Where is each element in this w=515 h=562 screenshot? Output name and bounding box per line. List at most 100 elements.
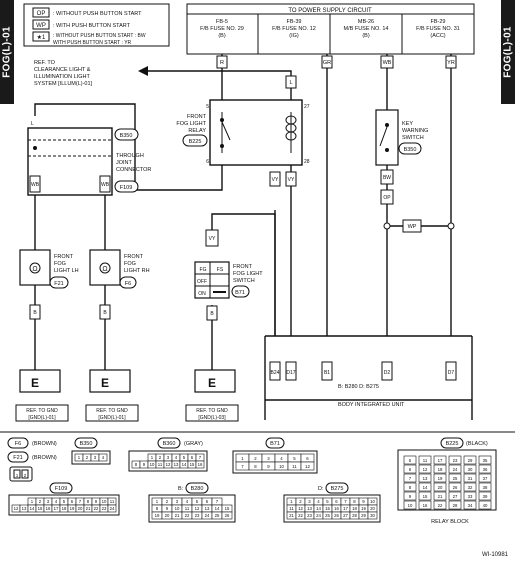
legend-code-star: ★1 [37, 34, 46, 41]
pin-number: 4 [280, 456, 283, 461]
pin-number: 2 [166, 499, 169, 504]
pin-cell [463, 482, 477, 492]
pin-cell [478, 482, 492, 492]
pin-cell [403, 491, 417, 501]
pin-number: 34 [468, 503, 473, 508]
pin-number: 9 [166, 506, 169, 511]
pin-number: 15 [423, 494, 428, 499]
ground-3: E REF. TO GND [GND(L)-03] [185, 369, 239, 422]
pin-number: 15 [325, 506, 330, 511]
pin-number: 19 [361, 506, 366, 511]
pin-number: 3 [94, 455, 97, 460]
pin-number: 8 [87, 499, 90, 504]
pin-number: 24 [205, 513, 210, 518]
pin-cell [478, 473, 492, 483]
ground-icon: E [31, 376, 39, 390]
pin-number: 9 [95, 499, 98, 504]
pin-number: 2 [86, 455, 89, 460]
pin-number: 5 [63, 499, 66, 504]
ref-clearance-2: CLEARANCE LIGHT & [34, 67, 91, 73]
ref-clearance-3: ILLUMINATION LIGHT [34, 74, 90, 80]
relay-coil-icon [285, 115, 297, 141]
wire-junction [383, 222, 391, 230]
pin-number: 38 [483, 485, 488, 490]
pin-number: 27 [453, 494, 458, 499]
pin-cell [448, 464, 462, 474]
conn-b280-label: B280 [191, 486, 204, 492]
pin-number: 23 [453, 458, 458, 463]
switch-wire-vy: VY [209, 236, 216, 242]
pin-number: 6 [206, 499, 209, 504]
through-joint-connector: L WB WB B350 THROUGH JOINT CONNECTOR F10… [27, 121, 151, 196]
pin-number: 1 [31, 499, 34, 504]
pin-cell [418, 464, 432, 474]
pin-number: 4 [175, 455, 178, 460]
section-tab-left: FOG(L)-01 [0, 0, 14, 104]
conn-f6-label: F6 [15, 441, 21, 447]
pin-cell [418, 491, 432, 501]
pin-cell [478, 464, 492, 474]
pin-number: 10 [370, 499, 375, 504]
pin-number: 25 [215, 513, 220, 518]
key-wire-op: OP [383, 195, 391, 201]
pin-number: 14 [182, 462, 187, 467]
pin-cell [418, 500, 432, 510]
fog-lh-label-3: LIGHT LH [54, 268, 79, 274]
pin-number: 22 [185, 513, 190, 518]
pin-number: 17 [343, 506, 348, 511]
pin-number: 13 [205, 506, 210, 511]
relay-pin28: 28 [304, 159, 310, 165]
gnd-ref-2-a: REF. TO GND [96, 408, 128, 414]
gnd-ref-1-b: [GND(L)-01] [28, 415, 56, 421]
fog-rh-badge: F6 [125, 281, 131, 287]
pin-cell [463, 491, 477, 501]
pin-number: 16 [334, 506, 339, 511]
pin-number: 10 [150, 462, 155, 467]
pin-cell [448, 455, 462, 465]
pin-number: 4 [317, 499, 320, 504]
pin-number: 30 [370, 513, 375, 518]
front-fog-light-lh: Ω FRONT FOG LIGHT LH F21 B [19, 249, 79, 320]
legend-text-op: : WITHOUT PUSH BUTTON START [53, 11, 142, 17]
fuse-4-name: F/B FUSE NO. 31 [416, 26, 460, 32]
fog-lh-wire-b: B [33, 310, 37, 316]
pin-cell [367, 511, 378, 520]
pin-number: 11 [292, 464, 297, 469]
bu-label: BODY INTEGRATED UNIT [338, 402, 405, 408]
pin-number: 12 [166, 462, 171, 467]
grid-cell: 2 [24, 473, 27, 478]
pin-cell [478, 500, 492, 510]
bu-pin-d2: D2 [384, 370, 391, 376]
pin-cell [433, 473, 447, 483]
pin-number: 16 [198, 462, 203, 467]
pin-cell [403, 500, 417, 510]
pin-number: 14 [215, 506, 220, 511]
key-warning-switch: KEY WARNING SWITCH B350 BW OP [375, 109, 428, 205]
pin-cell [433, 455, 447, 465]
relay-label-2: FOG LIGHT [176, 121, 206, 127]
pin-number: 6 [335, 499, 338, 504]
legend-text-star: : WITHOUT PUSH BUTTON START : BW [53, 33, 146, 39]
pin-number: 1 [290, 499, 293, 504]
pin-cell [418, 455, 432, 465]
conn-b275-label: B275 [331, 486, 344, 492]
pin-number: 18 [352, 506, 357, 511]
bu-pin-d7: D7 [448, 370, 455, 376]
relay-block-grid: 5678910111213141516171819202122232425262… [403, 455, 492, 510]
pin-number: 10 [102, 499, 107, 504]
pin-number: 4 [186, 499, 189, 504]
pin-cell [463, 473, 477, 483]
bu-conn-b: B: B280 D: B275 [338, 384, 379, 390]
pin-number: 36 [483, 467, 488, 472]
pin-number: 6 [409, 467, 412, 472]
fuse-2-id: FB-39 [287, 19, 302, 25]
pin-number: 18 [438, 467, 443, 472]
power-supply-header: TO POWER SUPPLY CIRCUIT FB-5 F/B FUSE NO… [186, 3, 475, 55]
pin-number: 7 [79, 499, 82, 504]
front-fog-light-rh: Ω FRONT FOG LIGHT RH F6 B [89, 249, 150, 320]
fog-rh-wire-b: B [103, 310, 107, 316]
fog-lh-badge: F21 [54, 281, 63, 287]
